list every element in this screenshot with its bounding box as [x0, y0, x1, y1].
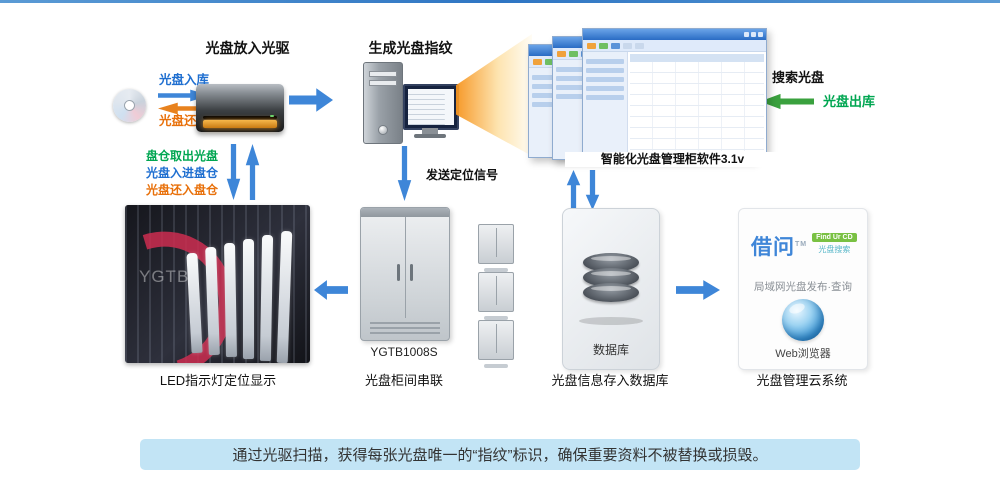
database-icon [583, 253, 639, 302]
pc-tower-icon [363, 62, 403, 144]
search-disc-label: 搜索光盘 [771, 70, 824, 85]
bin-return-label: 光盘还入盘仓 [145, 183, 218, 197]
table-grid [629, 62, 764, 151]
bin-in-label: 光盘入进盘仓 [145, 166, 218, 180]
database-label: 数据库 [592, 343, 629, 357]
software-window-front [582, 28, 767, 154]
disc-in-label: 光盘入库 [158, 73, 209, 87]
table-header [629, 54, 764, 62]
cabinet-model-label: YGTB1008S [370, 345, 438, 359]
find-ur-cd-badge: Find Ur CD [812, 233, 857, 242]
cd-disc-icon [113, 89, 146, 122]
arrow-down-software-to-db-icon [585, 170, 600, 210]
arrow-left-disc-return-icon [158, 102, 210, 115]
top-border-line [0, 0, 1000, 3]
web-browser-label: Web浏览器 [775, 348, 831, 360]
monitor-stand [422, 128, 438, 134]
window-main-table [627, 52, 766, 153]
banner-text: 通过光驱扫描，获得每张光盘唯一的“指纹”标识，确保重要资料不被替换或损毁。 [232, 447, 768, 464]
arrow-up-cabinet-to-drive-icon [245, 144, 260, 200]
mini-cabinet-icon [478, 224, 514, 272]
cloud-system-box: 借问TM Find Ur CD 光盘搜索 局域网光盘发布·查询 Web浏览器 [738, 208, 868, 370]
arrow-left-disc-out-icon [760, 93, 814, 110]
cloud-description: 局域网光盘发布·查询 [754, 281, 852, 293]
disc-cabinet-icon [360, 207, 450, 341]
arrow-down-send-signal-icon [397, 146, 412, 201]
fingerprint-section-title: 生成光盘指纹 [368, 40, 453, 56]
cabinet-vent [370, 322, 440, 336]
arrow-right-drive-to-pc-icon [289, 88, 333, 112]
led-indicator-photo: YGTB [125, 205, 310, 363]
drive-open-tray [203, 120, 277, 128]
database-shadow [579, 317, 643, 325]
arrow-up-db-to-software-icon [566, 170, 581, 210]
window-sidebar [583, 52, 628, 153]
drive-led [270, 115, 274, 117]
disc-out-label: 光盘出库 [822, 94, 875, 109]
window-titlebar [583, 29, 766, 40]
pc-monitor-icon [403, 84, 459, 130]
cabinet-caption: 光盘柜间串联 [364, 373, 443, 388]
bottom-banner: 通过光驱扫描，获得每张光盘唯一的“指纹”标识，确保重要资料不被替换或损毁。 [140, 439, 860, 470]
bin-out-label: 盘仓取出光盘 [145, 149, 218, 163]
cabinet-handle-left [397, 264, 400, 281]
photo-watermark: YGTB [139, 267, 190, 286]
drive-section-title: 光盘放入光驱 [205, 40, 290, 56]
cloud-sub-label: 光盘搜索 [818, 245, 851, 254]
mini-cabinet-icon [478, 272, 514, 320]
send-signal-label: 发送定位信号 [425, 168, 498, 182]
disc-tray-card [259, 234, 274, 362]
cloud-brand-logo: 借问TM [751, 236, 808, 259]
database-caption: 光盘信息存入数据库 [551, 373, 669, 388]
disc-tray-card [224, 242, 237, 358]
arrow-left-cabinet-to-led-icon [314, 280, 348, 300]
optical-drive-icon [196, 84, 284, 132]
web-globe-icon [782, 299, 824, 341]
mini-cabinet-icon [478, 320, 514, 368]
database-box: 数据库 [562, 208, 660, 370]
disc-tray-card [243, 239, 254, 359]
led-caption: LED指示灯定位显示 [159, 373, 277, 388]
software-caption: 智能化光盘管理柜软件3.1v [565, 152, 780, 167]
arrow-down-drive-to-cabinet-icon [226, 144, 241, 200]
arrow-right-db-to-cloud-icon [676, 280, 720, 300]
cloud-caption: 光盘管理云系统 [756, 373, 848, 388]
window-toolbar [583, 40, 766, 52]
drive-slot [203, 116, 277, 119]
cabinet-handle-right [410, 264, 413, 281]
monitor-document [408, 89, 454, 125]
monitor-base [414, 134, 446, 138]
tm-mark: TM [795, 241, 808, 248]
